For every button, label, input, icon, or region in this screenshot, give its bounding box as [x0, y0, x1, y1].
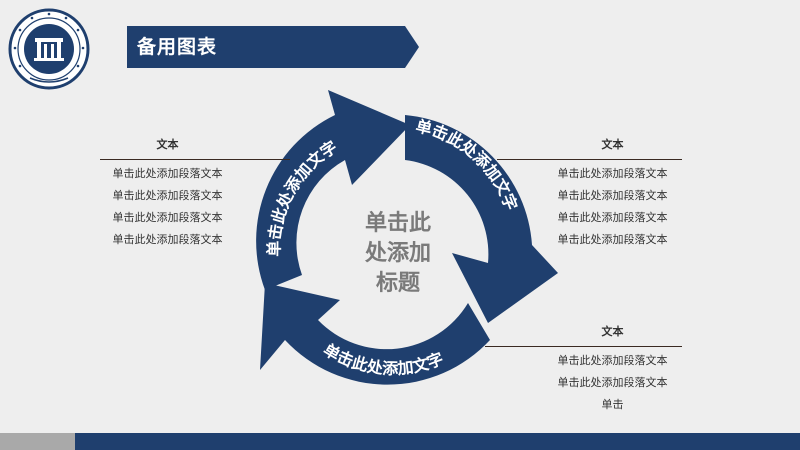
left-block-item: 单击此处添加段落文本 [112, 167, 223, 180]
footer-grey-bar [0, 433, 75, 450]
right-bottom-block-item: 单击此处添加段落文本 [557, 376, 668, 389]
university-seal-logo [8, 8, 90, 90]
right-bottom-text-block: 文本 单击此处添加段落文本 单击此处添加段落文本 单击 [485, 323, 682, 416]
right-bottom-block-item: 单击 [601, 398, 624, 411]
right-top-block-heading: 文本 [601, 138, 624, 151]
center-title-line-3: 标题 [376, 270, 421, 296]
center-title-line-2: 处添加 [364, 240, 431, 266]
title-banner [127, 26, 419, 68]
right-top-text-block: 文本 单击此处添加段落文本 单击此处添加段落文本 单击此处添加段落文本 单击此处… [497, 136, 682, 251]
cycle-arrow-bottom [260, 283, 490, 385]
left-block-item: 单击此处添加段落文本 [112, 189, 223, 202]
left-text-block: 文本 单击此处添加段落文本 单击此处添加段落文本 单击此处添加段落文本 单击此处… [100, 136, 290, 251]
right-top-block-item: 单击此处添加段落文本 [557, 189, 668, 202]
left-block-item: 单击此处添加段落文本 [112, 233, 223, 246]
right-bottom-block-item: 单击此处添加段落文本 [557, 354, 668, 367]
footer-blue-bar [75, 433, 800, 450]
left-block-item: 单击此处添加段落文本 [112, 211, 223, 224]
right-top-block-item: 单击此处添加段落文本 [557, 167, 668, 180]
left-connector-line [100, 159, 290, 160]
cycle-arrow-right [405, 115, 558, 323]
left-block-heading: 文本 [156, 138, 179, 151]
right-top-block-item: 单击此处添加段落文本 [557, 233, 668, 246]
page-title: 备用图表 [137, 36, 218, 58]
right-bottom-connector-line [485, 346, 682, 347]
right-top-connector-line [497, 159, 682, 160]
cycle-diagram: 单击此处添加文字 单击此处添加文字 单击此处添加文字 单击此 处添加 标题 [256, 90, 558, 385]
center-title-line-1: 单击此 [365, 211, 431, 236]
right-top-block-item: 单击此处添加段落文本 [557, 211, 668, 224]
cycle-arrow-left [256, 90, 410, 290]
right-bottom-block-heading: 文本 [601, 325, 624, 338]
